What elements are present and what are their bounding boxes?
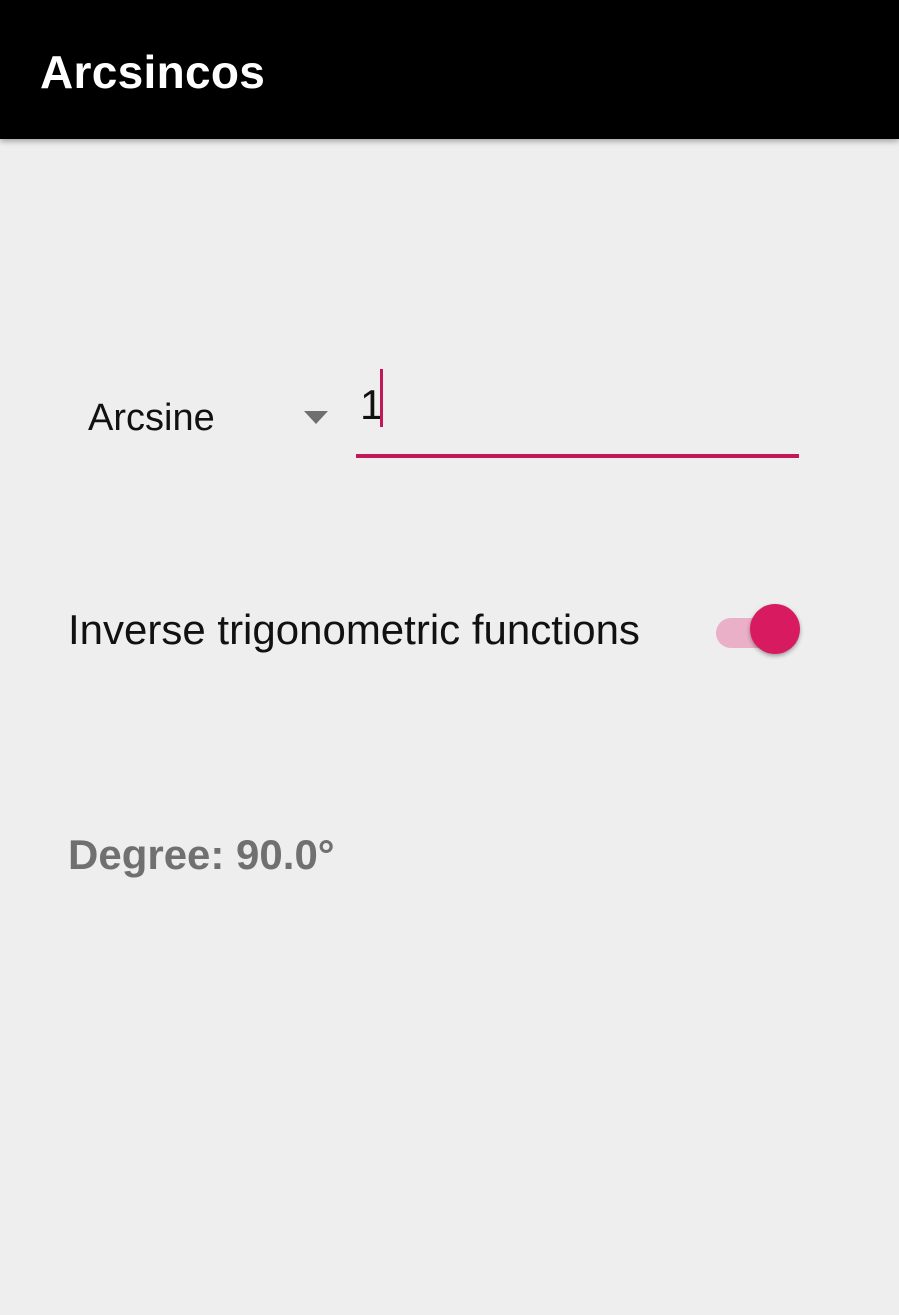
text-cursor (380, 369, 383, 427)
function-select-value: Arcsine (88, 397, 215, 439)
inverse-switch-row: Inverse trigonometric functions (68, 598, 808, 662)
input-underline (356, 454, 799, 458)
inverse-switch[interactable] (716, 604, 804, 656)
app-title: Arcsincos (40, 46, 266, 98)
function-select[interactable]: Arcsine (88, 392, 338, 448)
value-input[interactable] (356, 372, 803, 438)
switch-thumb (750, 604, 800, 654)
result-text: Degree: 90.0° (68, 831, 335, 878)
dropdown-arrow-icon (304, 411, 328, 424)
inverse-switch-label: Inverse trigonometric functions (68, 606, 640, 653)
app-bar: Arcsincos (0, 0, 899, 139)
value-input-container (356, 366, 803, 460)
